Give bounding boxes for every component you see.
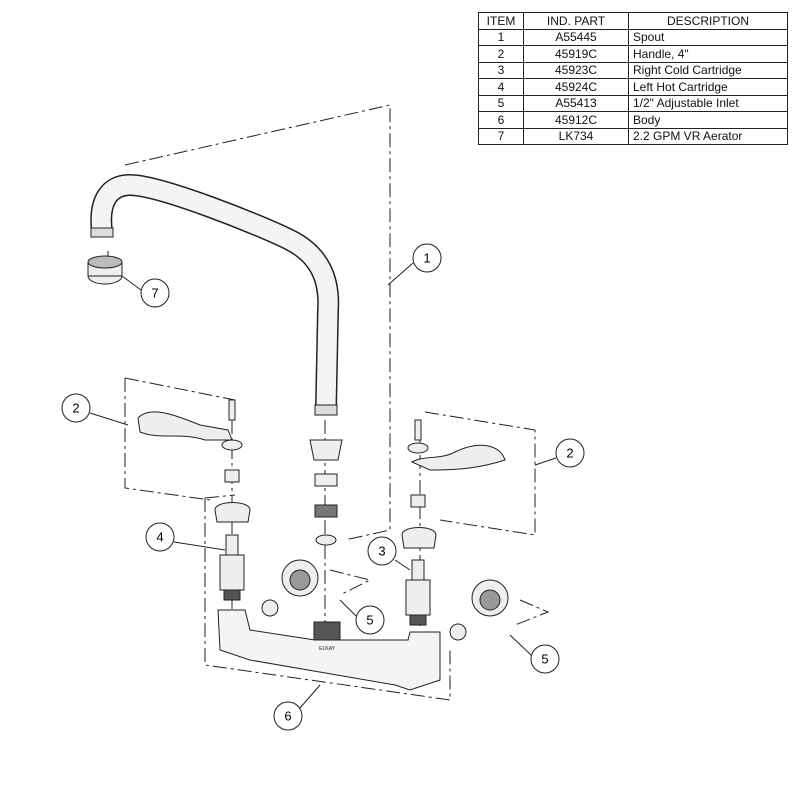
body-boundary [204,494,451,701]
spout-boundary [124,104,391,541]
left-inlet-boundary [329,569,372,596]
spout-nut-stack [309,439,343,546]
cell-description: 2.2 GPM VR Aerator [628,127,788,145]
right-handle [401,419,506,626]
balloon-number: 6 [284,709,291,724]
balloon-body: 6 [273,701,303,731]
balloon-cartridge-hot: 4 [145,522,175,552]
balloon-aerator: 7 [140,278,170,308]
balloon-inlet-right: 5 [530,644,560,674]
right-inlet-boundary [514,599,550,626]
spout [90,173,340,416]
cell-part: 45912C [523,111,629,129]
cell-description: Handle, 4" [628,45,788,63]
cell-description: 1/2" Adjustable Inlet [628,94,788,112]
balloon-number: 2 [566,446,573,461]
leader-lines [89,262,557,709]
balloon-number: 1 [423,251,430,266]
inlets [261,559,509,641]
balloon-inlet-left: 5 [355,605,385,635]
balloon-cartridge-cold: 3 [367,536,397,566]
faucet-body: ELKAY [217,609,441,691]
cell-description: Left Hot Cartridge [628,78,788,96]
balloon-spout: 1 [412,243,442,273]
balloon-number: 4 [156,530,163,545]
balloon-number: 2 [72,401,79,416]
left-handle [137,399,251,601]
balloon-number: 5 [366,613,373,628]
balloon-handle-left: 2 [61,393,91,423]
cell-part: LK734 [523,127,629,145]
body-logo: ELKAY [319,646,335,652]
aerator [87,255,123,285]
balloon-number: 5 [541,652,548,667]
right-handle-boundary [424,411,536,536]
balloon-handle-right: 2 [555,438,585,468]
balloon-number: 7 [151,286,158,301]
balloon-number: 3 [378,544,385,559]
